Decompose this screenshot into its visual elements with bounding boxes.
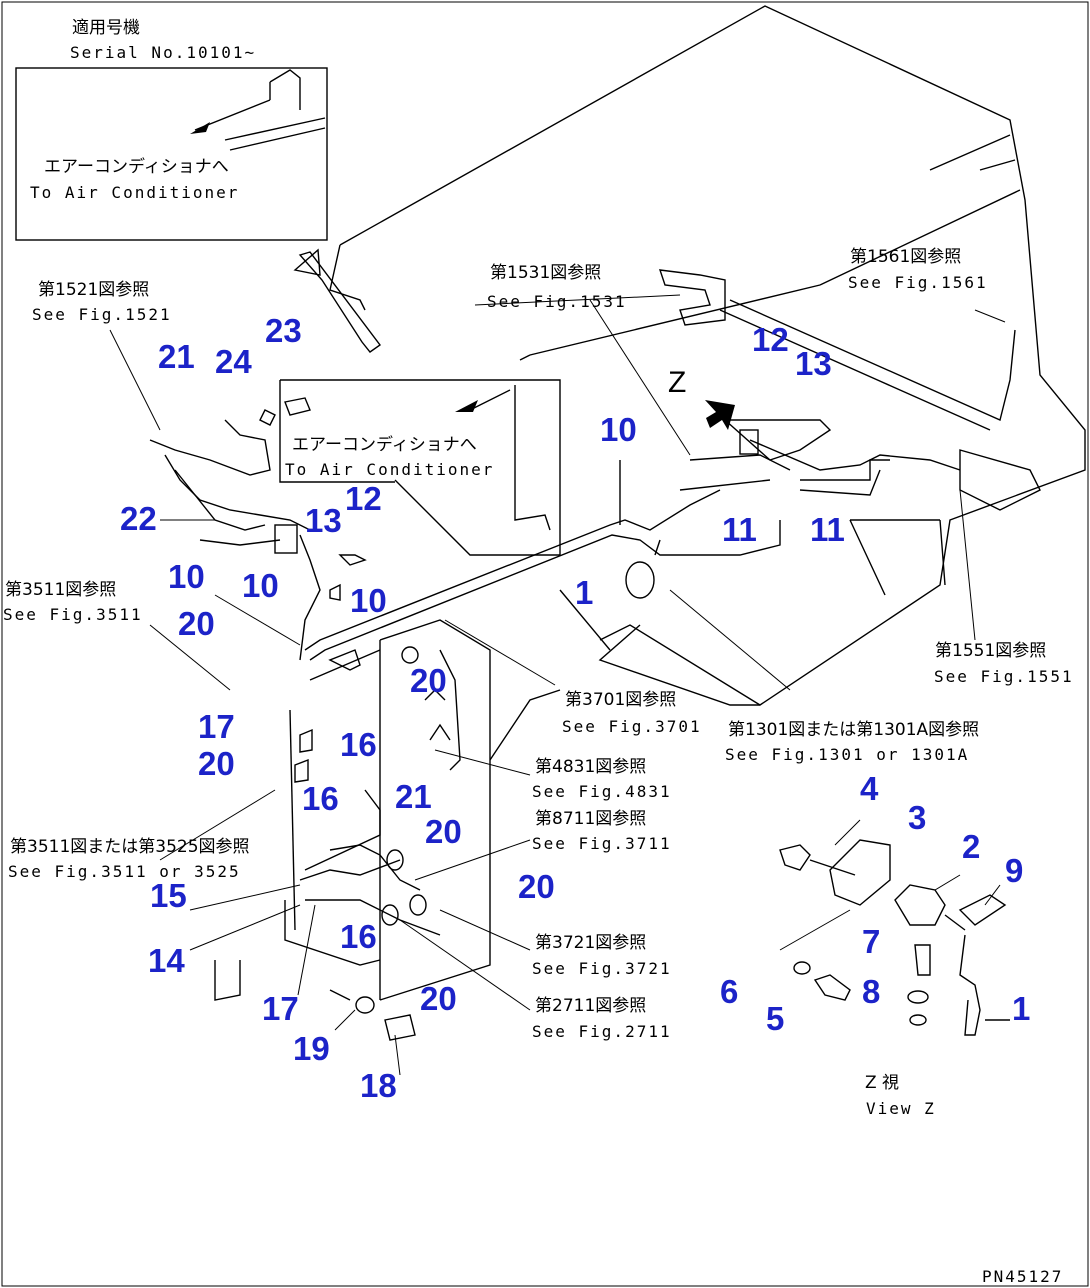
view-z-arrow: Z [668,366,735,430]
callout-number: 10 [168,558,205,595]
callout-number: 20 [518,868,555,905]
ref-3721-en: See Fig.3721 [532,959,672,978]
ref-1561-en: See Fig.1561 [848,273,988,292]
callout-number: 8 [862,973,880,1010]
callout-number: 13 [795,345,832,382]
callout-number: 14 [148,942,185,979]
to-air-conditioner-mid-en: To Air Conditioner [285,460,494,479]
ref-3511-jp: 第3511図参照 [5,580,116,600]
callout-number: 7 [862,923,880,960]
callout-number: 18 [360,1067,397,1104]
inset-air-conditioner-mid: エアーコンディショナへ To Air Conditioner [279,379,561,556]
leader-lines [109,294,1006,1076]
callout-number: 5 [766,1000,784,1037]
serial-number: Serial No.10101~ [70,43,256,62]
ref-3701-en: See Fig.3701 [562,717,702,736]
callout-number: 20 [410,662,447,699]
ref-3511-en: See Fig.3511 [3,605,143,624]
callout-number: 10 [350,582,387,619]
main-harness [304,269,1041,661]
callout-number: 10 [600,411,637,448]
callout-number: 1 [575,574,593,611]
callout-number: 24 [215,343,252,380]
cab-outline [329,5,1086,706]
callout-number: 11 [722,511,757,548]
callout-number: 3 [908,799,926,836]
ref-8711-en: See Fig.3711 [532,834,672,853]
callout-number: 10 [242,567,279,604]
callout-number: 9 [1005,852,1023,889]
ref-3525-en: See Fig.3511 or 3525 [8,862,241,881]
ref-1551-jp: 第1551図参照 [935,641,1046,661]
callout-number: 23 [265,312,302,349]
ref-2711-jp: 第2711図参照 [535,996,646,1016]
ref-1561-jp: 第1561図参照 [850,247,961,267]
callout-number: 16 [340,726,377,763]
view-z-en: View Z [866,1099,936,1118]
callout-number: 20 [425,813,462,850]
callout-number: 17 [198,708,235,745]
z-letter: Z [668,366,686,399]
callout-number: 21 [158,338,195,375]
ref-1531-jp: 第1531図参照 [490,263,601,283]
callout-number: 16 [340,918,377,955]
callout-number: 16 [302,780,339,817]
ref-1521-en: See Fig.1521 [32,305,172,324]
ref-8711-jp: 第8711図参照 [535,809,646,829]
callout-number: 20 [178,605,215,642]
ref-1551-en: See Fig.1551 [934,667,1074,686]
callout-number: 1 [1012,990,1030,1027]
callout-number: 22 [120,500,157,537]
callout-number: 17 [262,990,299,1027]
callout-number: 15 [150,877,187,914]
callout-number: 12 [345,480,382,517]
applicable-serial-jp: 適用号機 [72,18,140,38]
ref-1521-jp: 第1521図参照 [38,280,149,300]
callout-number: 20 [198,745,235,782]
ref-1301-en: See Fig.1301 or 1301A [725,745,969,764]
arrow-to-inset [293,248,381,353]
ref-4831-jp: 第4831図参照 [535,757,646,777]
ref-3525-jp: 第3511図または第3525図参照 [10,837,250,857]
battery-box [214,619,561,1041]
view-z-jp: Z 視 [865,1073,899,1093]
callout-number: 11 [810,511,845,548]
to-air-conditioner-jp: エアーコンディショナへ [44,156,229,177]
callout-number: 2 [962,828,980,865]
ref-3721-jp: 第3721図参照 [535,933,646,953]
callout-number: 21 [395,778,432,815]
to-air-conditioner-en: To Air Conditioner [30,183,239,202]
callout-number: 12 [752,321,789,358]
ref-2711-en: See Fig.2711 [532,1022,672,1041]
view-z-detail [779,819,1010,1036]
callout-number: 6 [720,973,738,1010]
callout-number: 19 [293,1030,330,1067]
drawing-code: PN45127 [982,1267,1063,1286]
ref-3701-jp: 第3701図参照 [565,690,676,710]
inset-air-conditioner-top: エアーコンディショナへ To Air Conditioner [15,67,328,241]
callout-number: 20 [420,980,457,1017]
ref-4831-en: See Fig.4831 [532,782,672,801]
callout-number: 13 [305,502,342,539]
callout-number: 4 [860,770,879,807]
ref-1301-jp: 第1301図または第1301A図参照 [728,720,979,740]
ref-1531-en: See Fig.1531 [487,292,627,311]
to-air-conditioner-mid-jp: エアーコンディショナへ [292,434,477,455]
callouts: 23 21 24 22 10 13 12 10 10 20 17 20 16 2… [120,312,1030,1104]
left-harness [149,397,367,661]
